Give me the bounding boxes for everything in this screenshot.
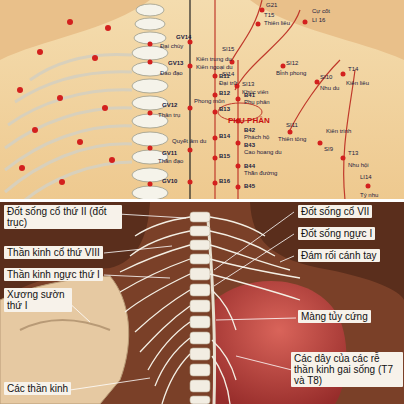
ribs	[5, 54, 132, 200]
point-name: Tý nhu	[360, 192, 378, 199]
point-code: B13	[219, 106, 230, 113]
point-code: GV12	[162, 102, 177, 109]
anatomy-label: Các dây của các rễ thần kinh gai sống (T…	[291, 352, 403, 387]
leader-lines	[66, 212, 296, 390]
point-name: SI13	[242, 81, 254, 88]
point-name: SI11	[286, 122, 298, 129]
point-code: B14	[219, 133, 230, 140]
point-name: Kiên trung du	[196, 56, 232, 63]
panel-divider	[0, 199, 404, 202]
point-name: LI 16	[312, 17, 325, 24]
point-name: Thân trụ	[158, 112, 180, 119]
anatomy-label: Thần kinh ngực thứ I	[4, 268, 103, 281]
point-name: LI14	[360, 174, 372, 181]
point-name: SI12	[286, 60, 298, 67]
point-name: Thiên tông	[278, 136, 306, 143]
anatomy-label: Đốt sống ngực I	[298, 227, 375, 240]
point-name: Kiên liêu	[346, 80, 369, 87]
anatomy-label: Các thần kinh	[4, 382, 71, 395]
anatomy-label: Màng tủy cứng	[298, 310, 371, 323]
point-name: Kiên ngoại du	[196, 64, 233, 71]
point-code: GV11	[162, 150, 177, 157]
back-muscle	[0, 202, 404, 404]
point-name: Bỉnh phong	[276, 70, 306, 77]
anatomy-label: Đốt sống cổ VII	[298, 205, 372, 218]
back-skin	[0, 0, 404, 200]
point-name: Cự cốt	[312, 8, 330, 15]
anatomy-label: Thần kinh cổ thứ VIII	[4, 246, 103, 259]
point-name: Thần đường	[244, 170, 277, 177]
point-name: T14	[348, 66, 358, 73]
anatomy-label: Đám rối cánh tay	[298, 249, 380, 262]
bottom-ground	[0, 202, 404, 404]
point-code: B12	[219, 90, 230, 97]
point-name: Quyết âm du	[172, 138, 206, 145]
point-code: GV13	[168, 60, 183, 67]
point-name: T13	[348, 150, 358, 157]
point-name: Nhu hội	[348, 162, 369, 169]
point-code: GV10	[162, 178, 177, 185]
point-code: B15	[219, 153, 230, 160]
point-code: GV14	[176, 34, 191, 41]
first-rib	[20, 320, 110, 330]
point-name: Đại trữ	[219, 80, 237, 87]
spinal-nerves	[120, 217, 300, 404]
vertebrae	[190, 212, 210, 404]
point-code: B41	[244, 92, 255, 99]
point-name: Cao hoang du	[244, 149, 282, 156]
anatomy-label: Xương sườn thứ I	[4, 288, 72, 312]
point-name: G21	[266, 2, 277, 9]
point-name: Thần đạo	[158, 158, 183, 165]
point-name: Phụ phân	[244, 99, 270, 106]
point-name: Phong môn	[194, 98, 225, 105]
point-name: SI9	[324, 146, 333, 153]
point-code: B44	[244, 163, 255, 170]
point-name: Phách hộ	[244, 134, 269, 141]
midline	[189, 0, 190, 200]
acupoints	[17, 8, 371, 190]
point-name: SI10	[320, 74, 332, 81]
point-name: Thiên liêu	[264, 20, 290, 27]
point-code: B42	[244, 127, 255, 134]
anatomy-label: Đốt sống cổ thứ II (đốt trục)	[4, 205, 122, 229]
point-name: Nhu du	[320, 85, 339, 92]
point-name: Đào đạo	[160, 70, 183, 77]
top-ground	[0, 0, 404, 200]
point-name: T15	[264, 12, 274, 19]
point-code: B16	[219, 178, 230, 185]
meridian-lines	[215, 0, 355, 200]
point-code: B45	[244, 183, 255, 190]
point-name: SI15	[222, 46, 234, 53]
point-name: Đại chùy	[160, 43, 183, 50]
point-name: Kiên trinh	[326, 128, 351, 135]
shoulder-bone	[0, 276, 129, 404]
point-code: B43	[244, 142, 255, 149]
point-code: B11	[219, 73, 230, 80]
highlight-label: PHỤ PHÂN	[228, 117, 270, 126]
